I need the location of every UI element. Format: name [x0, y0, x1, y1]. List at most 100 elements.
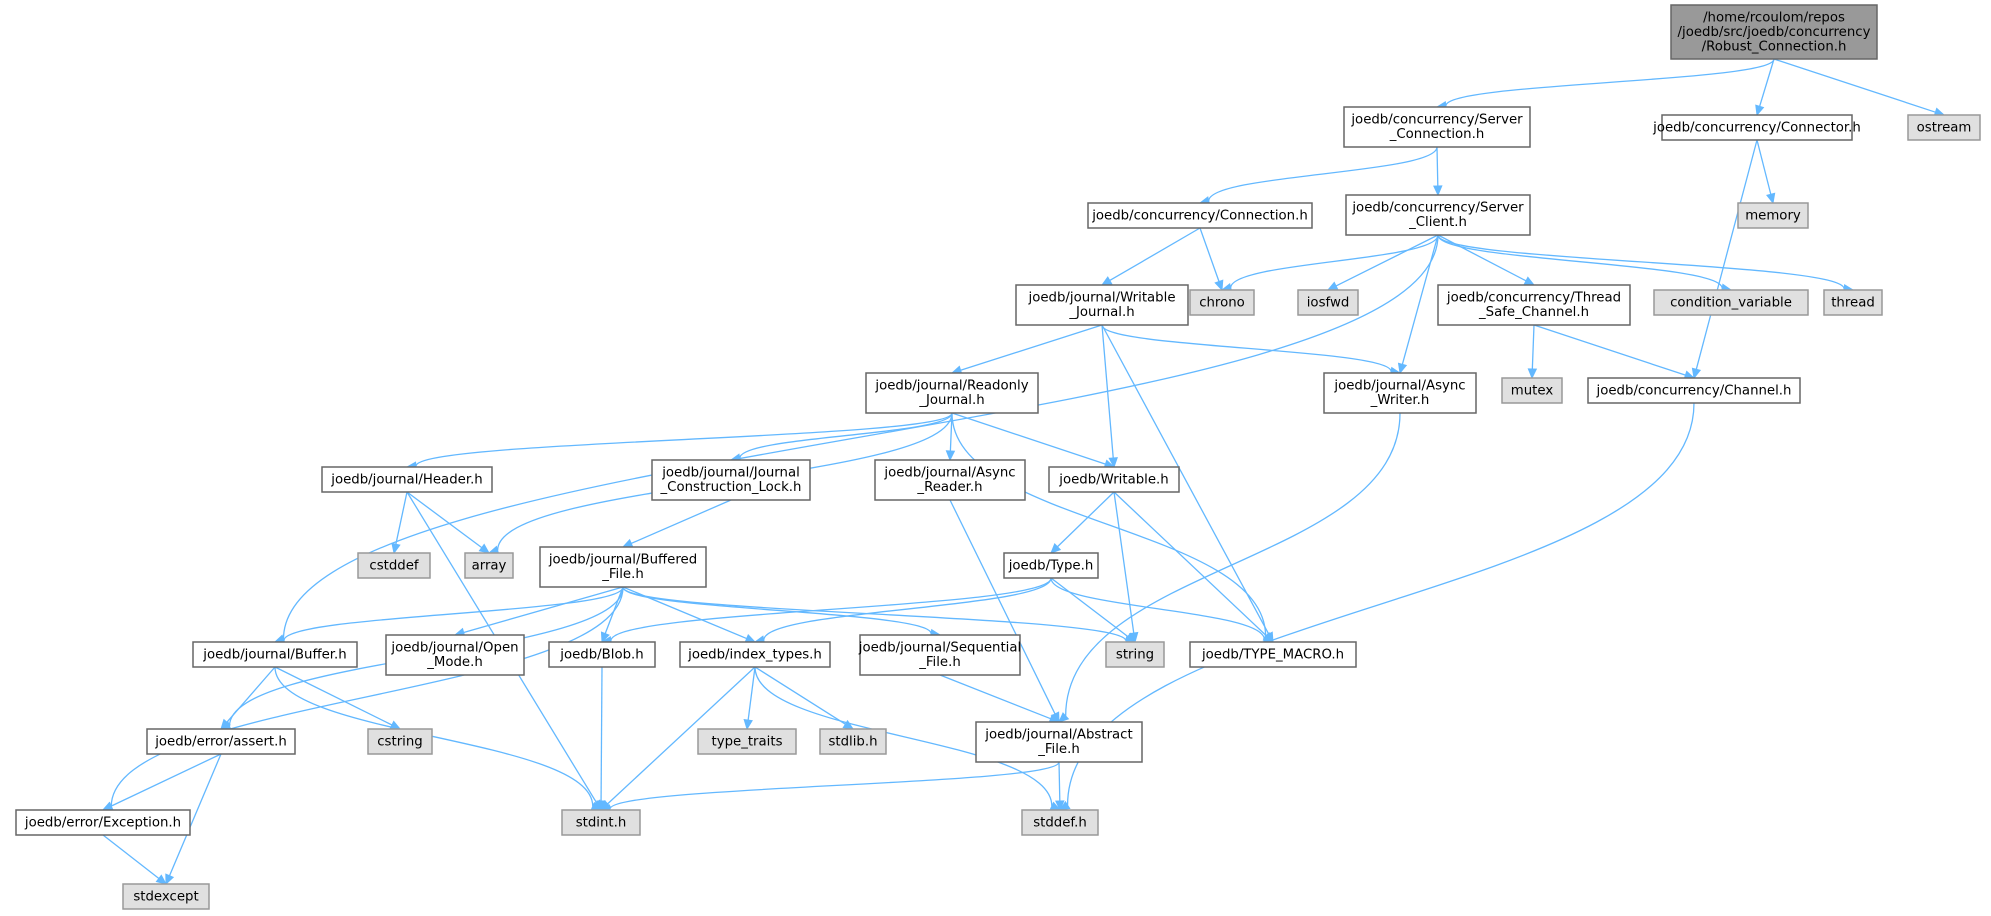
node-type_macro[interactable]: joedb/TYPE_MACRO.h	[1189, 641, 1357, 668]
edge-header-to-array	[406, 491, 490, 554]
edge-line	[274, 666, 393, 726]
edge-line	[754, 666, 1053, 807]
node-box	[367, 728, 433, 755]
edge-writable_journal-to-async_writer	[1101, 324, 1402, 377]
node-connector[interactable]: joedb/concurrency/Connector.h	[1652, 114, 1861, 141]
node-label-line: joedb/index_types.h	[687, 647, 822, 662]
node-thread_safe[interactable]: joedb/concurrency/Thread_Safe_Channel.h	[1437, 284, 1631, 326]
node-box	[15, 809, 191, 836]
edge-robust-to-server_conn	[1435, 58, 1775, 111]
node-box	[679, 641, 831, 668]
node-label-line: memory	[1745, 208, 1801, 223]
arrowhead	[1214, 279, 1224, 292]
node-blob[interactable]: joedb/Blob.h	[548, 641, 656, 668]
edge-line	[1436, 146, 1439, 187]
node-readonly_journal[interactable]: joedb/journal/Readonly_Journal.h	[865, 372, 1039, 414]
edge-server_client-to-thread_safe	[1437, 234, 1536, 286]
node-header[interactable]: joedb/journal/Header.h	[321, 466, 493, 493]
edge-line	[168, 753, 222, 876]
node-label-line: joedb/concurrency/Server	[1351, 201, 1524, 216]
node-writable_journal[interactable]: joedb/journal/Writable_Journal.h	[1015, 284, 1189, 326]
edge-channel-to-stddef	[1058, 402, 1695, 811]
node-box	[1015, 284, 1189, 326]
node-server_client[interactable]: joedb/concurrency/Server_Client.h	[1345, 194, 1531, 236]
node-abstract_file[interactable]: joedb/journal/Abstract_File.h	[975, 721, 1143, 763]
node-open_mode[interactable]: joedb/journal/Open_Mode.h	[385, 634, 525, 676]
edge-index_types-to-type_traits	[743, 666, 756, 731]
node-box	[1343, 106, 1531, 148]
node-box	[464, 552, 514, 579]
edge-line	[226, 666, 276, 723]
node-label-line: joedb/error/assert.h	[154, 734, 287, 749]
node-sequential_file[interactable]: joedb/journal/Sequential_File.h	[858, 634, 1021, 676]
node-channel[interactable]: joedb/concurrency/Channel.h	[1587, 377, 1801, 404]
nodes-layer: /home/rcoulom/repos/joedb/src/joedb/conc…	[15, 4, 1981, 910]
node-label-line: mutex	[1511, 383, 1554, 398]
node-label-line: joedb/concurrency/Server	[1350, 113, 1523, 128]
node-buffer[interactable]: joedb/journal/Buffer.h	[192, 641, 358, 668]
node-box	[539, 546, 707, 588]
edge-async_reader-to-abstract_file	[949, 499, 1060, 724]
node-writable[interactable]: joedb/Writable.h	[1048, 466, 1180, 493]
node-server_conn[interactable]: joedb/concurrency/Server_Connection.h	[1343, 106, 1531, 148]
edge-line	[1109, 227, 1201, 282]
edge-line	[274, 666, 594, 807]
edge-line	[939, 674, 1051, 720]
node-label-line: ostream	[1917, 120, 1972, 135]
node-label-line: chrono	[1199, 295, 1245, 310]
node-label-line: _Client.h	[1408, 215, 1467, 230]
node-box	[146, 728, 296, 755]
arrowhead	[600, 631, 610, 644]
edge-thread_safe-to-channel	[1533, 324, 1696, 380]
edge-line	[1066, 402, 1695, 806]
node-box	[1048, 466, 1180, 493]
node-box	[819, 728, 887, 755]
edge-line	[951, 412, 1106, 465]
edge-buffer-to-cstring	[274, 666, 402, 730]
node-async_reader[interactable]: joedb/journal/Async_Reader.h	[874, 459, 1026, 501]
node-box	[1501, 377, 1563, 404]
edge-sequential_file-to-abstract_file	[939, 674, 1061, 723]
arrowhead	[1397, 362, 1408, 375]
node-box	[1437, 284, 1631, 326]
node-buffered_file[interactable]: joedb/journal/Buffered_File.h	[539, 546, 707, 588]
node-label-line: _Reader.h	[916, 480, 982, 495]
node-box	[192, 641, 358, 668]
edge-readonly_journal-to-writable	[951, 412, 1116, 469]
node-async_writer[interactable]: joedb/journal/Async_Writer.h	[1323, 372, 1477, 414]
node-assert[interactable]: joedb/error/assert.h	[146, 728, 296, 755]
node-type[interactable]: joedb/Type.h	[1003, 552, 1099, 579]
node-label-line: _Journal.h	[1068, 305, 1134, 320]
node-label-line: joedb/journal/Open	[390, 641, 518, 656]
edge-line	[1773, 58, 1936, 113]
node-connection[interactable]: joedb/concurrency/Connection.h	[1087, 202, 1313, 229]
edge-line	[110, 586, 624, 807]
edge-abstract_file-to-stddef	[1055, 761, 1065, 812]
edge-line	[1050, 577, 1265, 640]
edge-server_client-to-condition_variable	[1437, 234, 1733, 293]
edge-line	[951, 412, 1267, 637]
node-jcl[interactable]: joedb/journal/Journal_Construction_Lock.…	[651, 459, 811, 501]
node-condition_variable: condition_variable	[1653, 289, 1809, 316]
node-index_types[interactable]: joedb/index_types.h	[679, 641, 831, 668]
arrowhead	[1108, 457, 1118, 469]
node-exception[interactable]: joedb/error/Exception.h	[15, 809, 191, 836]
node-box	[1670, 4, 1878, 60]
edge-line	[622, 586, 1127, 642]
edge-line	[395, 491, 408, 545]
edge-writable_journal-to-writable	[1101, 324, 1118, 469]
edge-line	[1065, 412, 1401, 716]
node-label-line: joedb/TYPE_MACRO.h	[1201, 647, 1344, 662]
arrowhead	[1433, 185, 1443, 197]
edge-line	[1695, 139, 1758, 370]
node-label-line: _File.h	[601, 567, 644, 582]
edge-connection-to-writable_journal	[1100, 227, 1201, 286]
edge-line	[415, 412, 953, 467]
node-label-line: joedb/journal/Abstract	[984, 728, 1132, 743]
edges-layer	[101, 58, 1946, 886]
node-box	[561, 809, 641, 836]
edge-exception-to-stdexcept	[102, 834, 167, 885]
edge-async_writer-to-abstract_file	[1058, 412, 1401, 723]
node-box	[1653, 289, 1809, 316]
edge-line	[630, 499, 732, 545]
